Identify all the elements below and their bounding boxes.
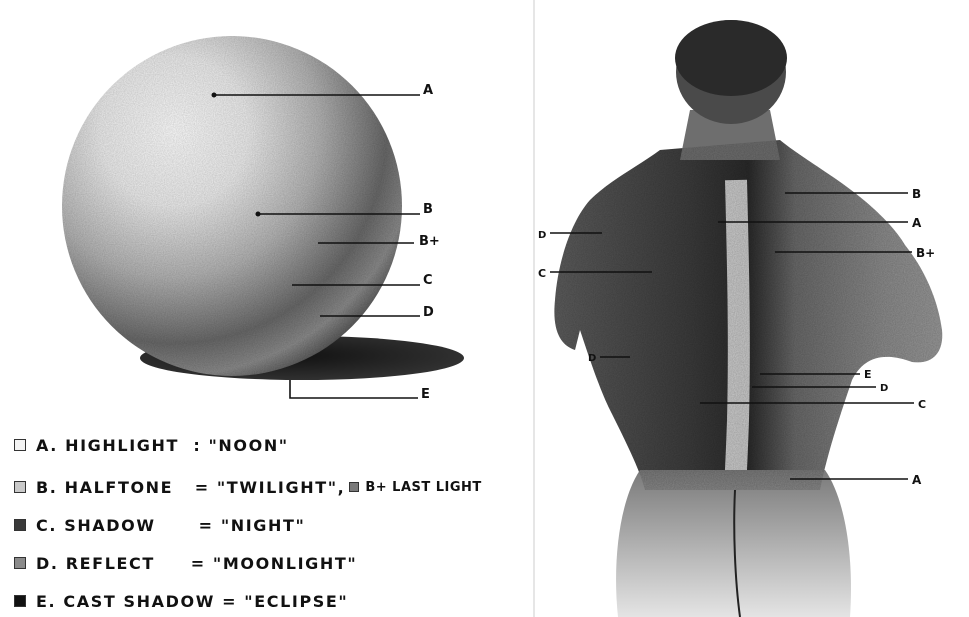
figure-hair [675, 20, 787, 96]
sphere-label-c: C [423, 273, 433, 288]
point-b [256, 212, 261, 217]
figure-label-b-plus: B+ [916, 246, 935, 260]
legend-label-shadow: C. SHADOW = "NIGHT" [36, 516, 305, 535]
legend-label-highlight: A. HIGHLIGHT : "NOON" [36, 436, 289, 455]
legend-swatch-cast-shadow [14, 595, 26, 607]
legend-swatch-last-light [349, 482, 359, 492]
figure-label-e: E [864, 368, 872, 381]
figure-label-a-lower: A [912, 473, 922, 487]
leader-line-e [290, 380, 418, 398]
figure-label-b: B [912, 187, 921, 201]
figure-label-c-right: C [918, 398, 926, 411]
sphere-label-d: D [423, 305, 434, 320]
legend-row-cast-shadow: E. CAST SHADOW = "ECLIPSE" [14, 588, 348, 614]
back-figure-study: B A B+ D C D E D C A [538, 20, 942, 617]
legend-swatch-shadow [14, 519, 26, 531]
sphere-label-e: E [421, 387, 430, 402]
sphere-texture [62, 36, 402, 376]
legend-label-reflect: D. REFLECT = "MOONLIGHT" [36, 554, 357, 573]
legend-label-halftone: B. HALFTONE = "TWILIGHT", [36, 478, 345, 497]
legend-row-reflect: D. REFLECT = "MOONLIGHT" [14, 550, 357, 576]
figure-label-d-left: D [588, 353, 596, 364]
legend-row-halftone: B. HALFTONE = "TWILIGHT", B+ LAST LIGHT [14, 474, 482, 500]
legend-label-cast-shadow: E. CAST SHADOW = "ECLIPSE" [36, 592, 348, 611]
sphere-label-b-plus: B+ [419, 234, 440, 249]
legend-swatch-highlight [14, 439, 26, 451]
legend-swatch-reflect [14, 557, 26, 569]
legend-row-highlight: A. HIGHLIGHT : "NOON" [14, 432, 289, 458]
sphere-study: A B B+ C D E [62, 36, 464, 402]
legend-row-shadow: C. SHADOW = "NIGHT" [14, 512, 305, 538]
legend-swatch-halftone [14, 481, 26, 493]
figure-label-d-upper: D [538, 230, 546, 241]
figure-label-c-left: C [538, 267, 546, 280]
figure-label-a-upper: A [912, 216, 922, 230]
sphere-label-a: A [423, 83, 433, 98]
sphere-label-b: B [423, 202, 433, 217]
legend-label-last-light: B+ LAST LIGHT [365, 480, 481, 495]
figure-label-d-right: D [880, 383, 888, 394]
point-a [212, 93, 217, 98]
